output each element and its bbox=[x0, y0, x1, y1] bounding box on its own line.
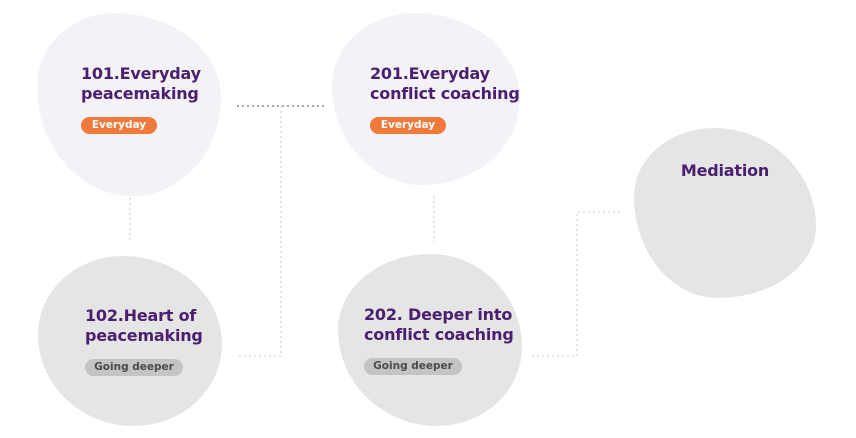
course-201-node[interactable]: 201.Everyday conflict coaching Everyday bbox=[332, 13, 520, 185]
course-102-badge: Going deeper bbox=[85, 359, 183, 376]
connector-202-mediation bbox=[532, 211, 622, 357]
course-102-title: 102.Heart of peacemaking bbox=[85, 306, 203, 346]
course-102-title-line1: 102.Heart of bbox=[85, 306, 197, 325]
course-101-title: 101.Everyday peacemaking bbox=[81, 64, 201, 104]
course-101-node[interactable]: 101.Everyday peacemaking Everyday bbox=[37, 13, 221, 196]
course-102-title-line2: peacemaking bbox=[85, 326, 203, 345]
course-101-title-line2: peacemaking bbox=[81, 83, 199, 103]
course-201-title-line2: conflict coaching bbox=[370, 84, 520, 103]
course-201-title-line1: 201.Everyday bbox=[370, 64, 490, 83]
course-201-badge: Everyday bbox=[370, 117, 446, 134]
course-201-title: 201.Everyday conflict coaching bbox=[370, 64, 520, 104]
connector-branch-102 bbox=[237, 106, 282, 357]
course-202-title-line1: 202. Deeper into bbox=[364, 305, 513, 324]
mediation-node[interactable]: Mediation bbox=[634, 128, 816, 298]
course-202-title: 202. Deeper into conflict coaching bbox=[364, 305, 514, 345]
course-102-node[interactable]: 102.Heart of peacemaking Going deeper bbox=[38, 256, 222, 426]
course-202-node[interactable]: 202. Deeper into conflict coaching Going… bbox=[338, 254, 522, 426]
course-101-badge: Everyday bbox=[81, 116, 157, 134]
course-101-title-line1: 101.Everyday bbox=[81, 63, 201, 83]
course-202-title-line2: conflict coaching bbox=[364, 325, 514, 344]
course-202-badge: Going deeper bbox=[364, 358, 462, 375]
mediation-title: Mediation bbox=[680, 161, 770, 180]
